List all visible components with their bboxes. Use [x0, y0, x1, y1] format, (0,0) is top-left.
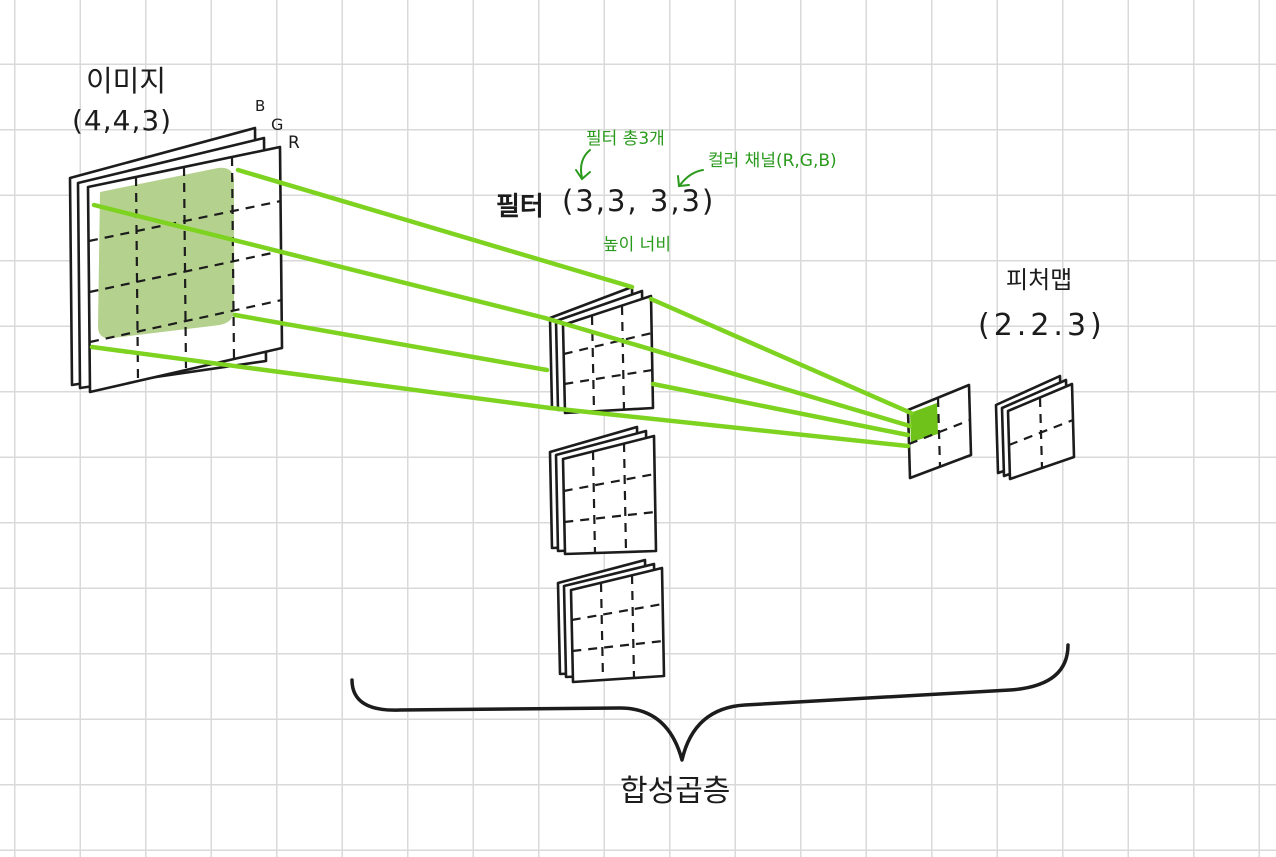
feature-map-stack [994, 374, 1076, 481]
image-stack [68, 126, 284, 394]
image-shape: (4,4,3) [72, 104, 173, 137]
arrow-to-count [580, 149, 591, 179]
feature-map-shape: (2.2.3) [978, 308, 1106, 343]
filter-2 [548, 425, 658, 556]
filter-shape: (3,3, 3,3) [562, 184, 716, 218]
channel-label-b: B [255, 97, 266, 115]
channel-label-g: G [271, 115, 284, 134]
filter-title: 필터 [496, 192, 544, 222]
filter-channel-note: 컬러 채널(R,G,B) [708, 151, 837, 171]
image-title: 이미지 [86, 64, 167, 98]
filter-hw-note: 높이 너비 [603, 235, 671, 255]
filter-3 [556, 558, 666, 684]
arrow-head-count [575, 169, 591, 181]
conv-layer-label: 합성곱층 [620, 774, 731, 809]
arrow-to-channels [679, 169, 704, 186]
conv-layer-brace [350, 643, 1070, 762]
feature-map-title: 피처맵 [1006, 266, 1073, 294]
filter-1 [548, 285, 655, 415]
feature-map-single [906, 383, 973, 480]
feature-map-active-cell [910, 403, 938, 442]
channel-label-r: R [288, 133, 300, 153]
arrow-head-channels [677, 175, 690, 188]
receptive-field-highlight [98, 167, 234, 339]
connection-lines [89, 167, 914, 449]
filter-count-note: 필터 총3개 [586, 129, 665, 149]
